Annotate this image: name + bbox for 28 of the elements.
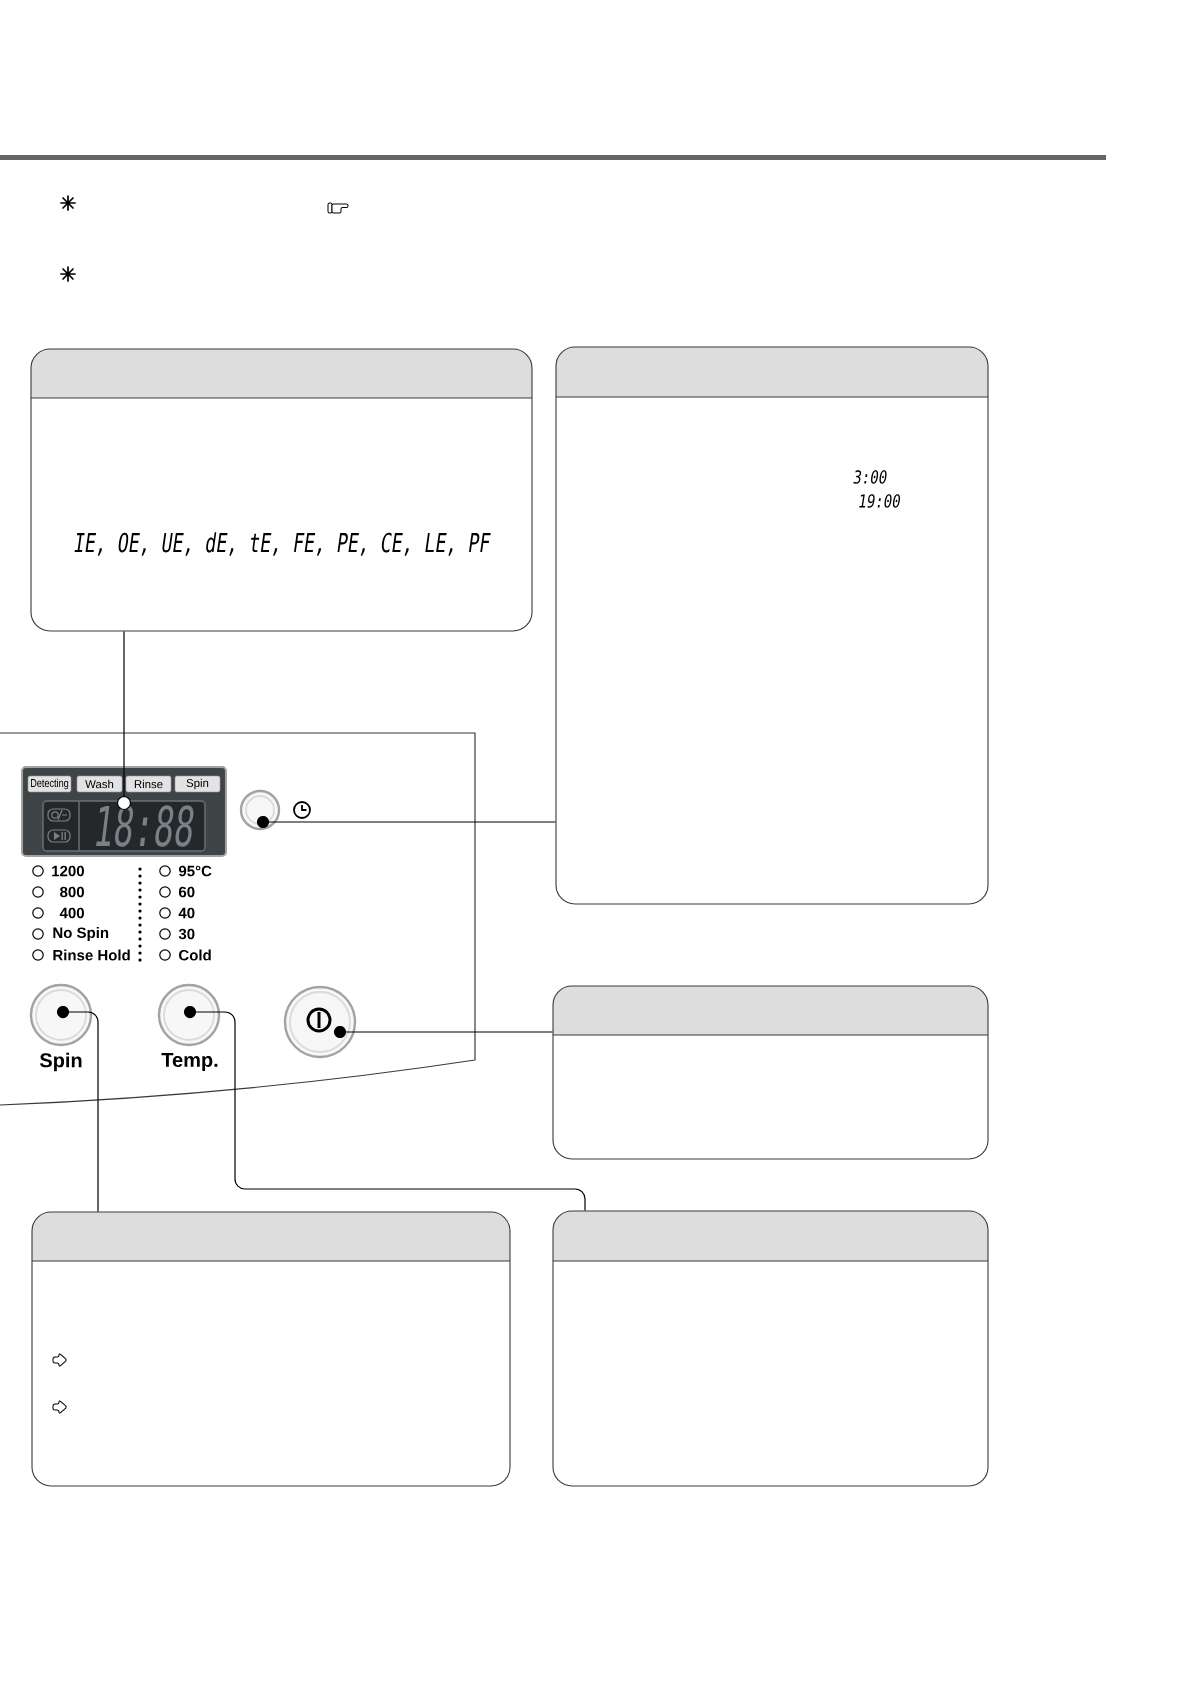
setting-label: Cold xyxy=(179,949,211,961)
control-caption: Temp. xyxy=(161,1053,218,1071)
time-readout: 19:00 xyxy=(859,494,901,508)
leader-line xyxy=(183,1005,586,1212)
leader-line xyxy=(116,630,132,811)
status-tab: Wash xyxy=(76,775,123,793)
setting-label: 30 xyxy=(178,928,195,940)
setting-label: 40 xyxy=(178,907,195,919)
status-tab: Spin xyxy=(174,775,221,793)
info-panel xyxy=(552,1210,989,1487)
setting-label: 800 xyxy=(60,886,84,898)
setting-label: 1200 xyxy=(52,865,84,877)
round-button xyxy=(239,789,281,831)
setting-label: No Spin xyxy=(53,927,109,941)
control-caption: Spin xyxy=(39,1052,82,1072)
setting-label: Rinse Hold xyxy=(53,949,130,961)
leader-line xyxy=(56,1005,99,1213)
setting-label: 400 xyxy=(59,907,84,919)
status-tab: Rinse xyxy=(125,775,172,793)
leader-line xyxy=(256,815,557,829)
info-panel xyxy=(552,985,989,1160)
error-codes: IE, OE, UE, dE, tE, FE, PE, CE, LE, PF xyxy=(74,532,491,556)
setting-label: 60 xyxy=(178,886,195,898)
status-tab: Detecting xyxy=(27,775,72,793)
digit-readout: 18:88 xyxy=(96,805,194,847)
setting-label: 95°C xyxy=(178,865,212,877)
time-readout: 3:00 xyxy=(853,470,887,484)
leader-line xyxy=(333,1025,554,1039)
